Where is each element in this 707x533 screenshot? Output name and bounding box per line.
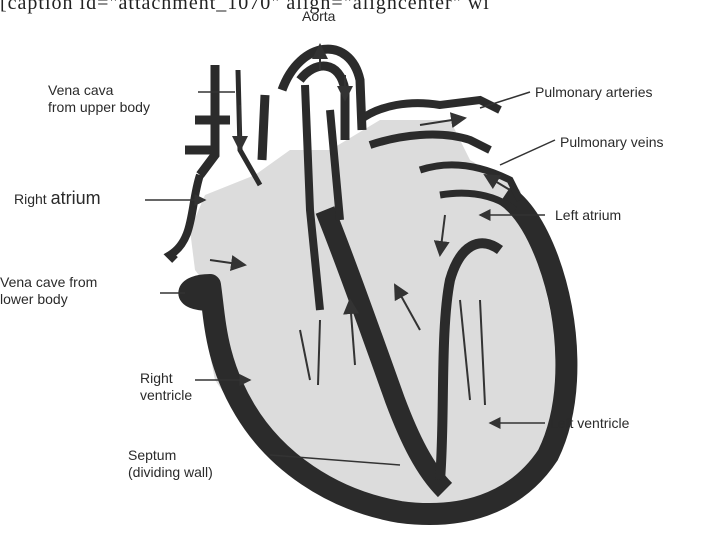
label-vena-cava-upper-line2: from upper body xyxy=(48,99,150,116)
label-vena-cava-lower-line2: lower body xyxy=(0,291,97,308)
label-right-ventricle: Right ventricle xyxy=(140,370,192,404)
label-pulmonary-arteries: Pulmonary arteries xyxy=(535,84,653,101)
label-vena-cava-upper: Vena cava from upper body xyxy=(48,82,150,116)
label-septum: Septum (dividing wall) xyxy=(128,447,213,481)
label-pulmonary-veins: Pulmonary veins xyxy=(560,134,664,151)
label-vena-cava-lower-line1: Vena cave from xyxy=(0,274,97,291)
label-aorta: Aorta xyxy=(302,8,335,25)
leader-pulmonary-veins xyxy=(500,140,555,165)
label-right-atrium-word2: atrium xyxy=(51,188,101,208)
label-left-atrium: Left atrium xyxy=(555,207,621,224)
vena-cava-upper-inner xyxy=(238,70,260,185)
label-septum-line2: (dividing wall) xyxy=(128,464,213,481)
vena-cava-upper xyxy=(185,65,230,175)
label-right-ventricle-line1: Right xyxy=(140,370,192,387)
label-vena-cava-lower: Vena cave from lower body xyxy=(0,274,97,308)
label-right-atrium-word1: Right xyxy=(14,191,47,207)
label-right-atrium: Right atrium xyxy=(14,190,101,208)
label-left-ventricle: Left ventricle xyxy=(550,415,629,432)
label-right-ventricle-line2: ventricle xyxy=(140,387,192,404)
label-vena-cava-upper-line1: Vena cava xyxy=(48,82,150,99)
label-septum-line1: Septum xyxy=(128,447,213,464)
